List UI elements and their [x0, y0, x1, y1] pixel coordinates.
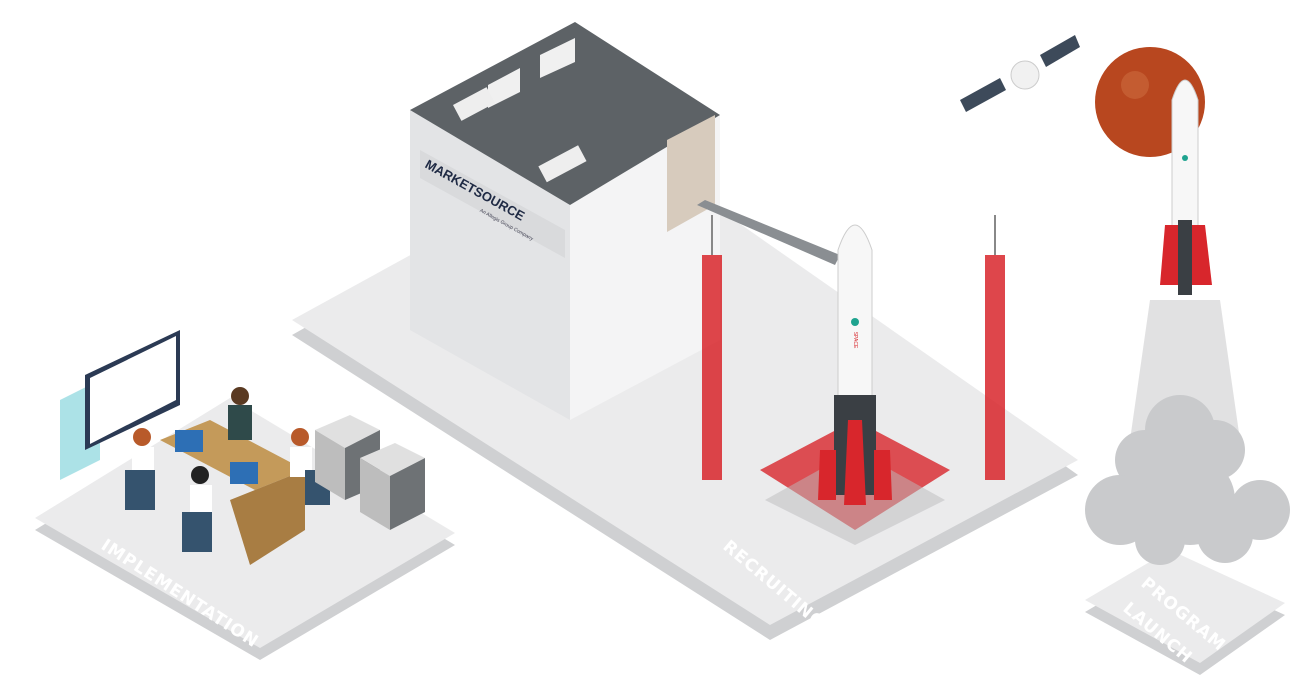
radio-tower-right	[985, 215, 1005, 480]
monitor	[175, 430, 203, 452]
office-chair	[125, 470, 155, 510]
logo-banner	[420, 150, 565, 258]
person	[133, 428, 151, 446]
monitor	[230, 462, 258, 484]
server-racks	[315, 415, 425, 530]
rocket-on-pad: SPACE	[818, 224, 892, 505]
person	[231, 387, 249, 405]
gantry-bridge	[697, 200, 840, 265]
satellite	[960, 35, 1080, 112]
person	[291, 428, 309, 446]
program-launch-platform	[1085, 550, 1285, 675]
control-room	[60, 330, 330, 565]
roof-vent	[488, 68, 520, 108]
roof-vent	[540, 38, 575, 78]
rocket-text: SPACE	[852, 332, 858, 349]
office-chair	[182, 512, 212, 552]
roof-ac-unit	[538, 145, 587, 183]
radio-tower-left	[702, 215, 722, 480]
person	[191, 466, 209, 484]
marketsource-building: MARKETSOURCE An Allegis Group Company	[410, 22, 720, 420]
exhaust-cloud	[1085, 395, 1290, 565]
roof-ac-unit	[452, 87, 496, 121]
